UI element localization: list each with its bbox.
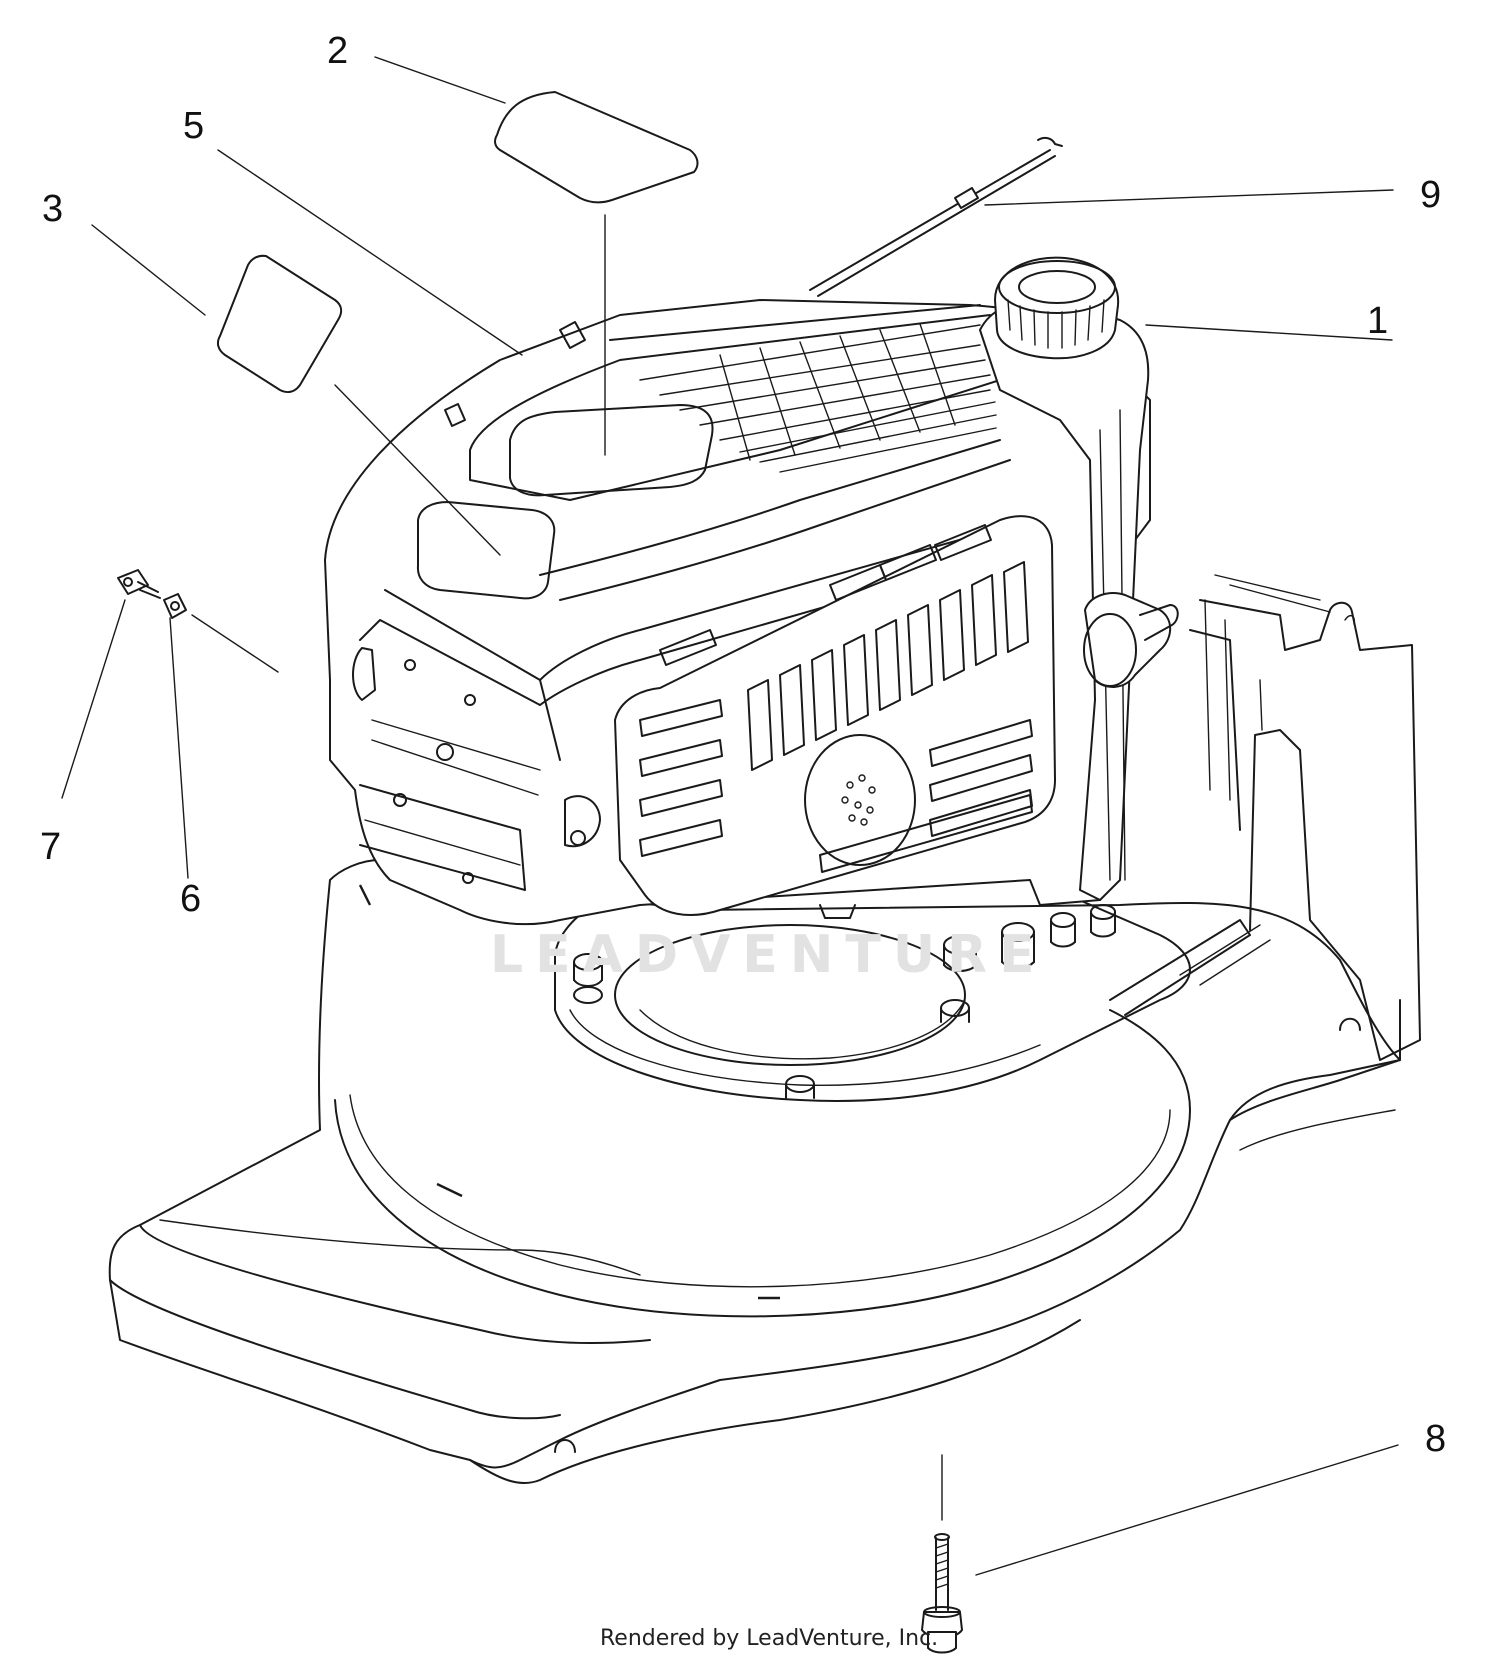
watermark: LEADVENTURE: [490, 925, 1047, 985]
bolt-item-8: [921, 1533, 963, 1654]
decal-item-3: [216, 254, 343, 394]
leader-lines: [61, 56, 1399, 1576]
engine-mount-plate: [554, 869, 1271, 1102]
decal-item-2: [494, 91, 699, 204]
callout-6: 6: [180, 878, 202, 920]
render-credit: Rendered by LeadVenture, Inc.: [600, 1626, 939, 1651]
fuel-tank: [979, 256, 1179, 901]
muffler-guard: [614, 515, 1056, 919]
callout-9: 9: [1420, 174, 1442, 216]
dipstick-rod: [809, 136, 1063, 297]
screw-item-7: [117, 569, 161, 599]
callout-5: 5: [183, 105, 205, 147]
nut-item-6: [163, 593, 187, 619]
callout-8: 8: [1425, 1418, 1447, 1460]
callout-1: 1: [1367, 300, 1389, 342]
callout-2: 2: [327, 30, 349, 72]
callout-3: 3: [42, 188, 64, 230]
mower-deck: [108, 859, 1401, 1485]
rear-discharge-housing: [1189, 574, 1421, 1061]
callout-7: 7: [40, 826, 62, 868]
